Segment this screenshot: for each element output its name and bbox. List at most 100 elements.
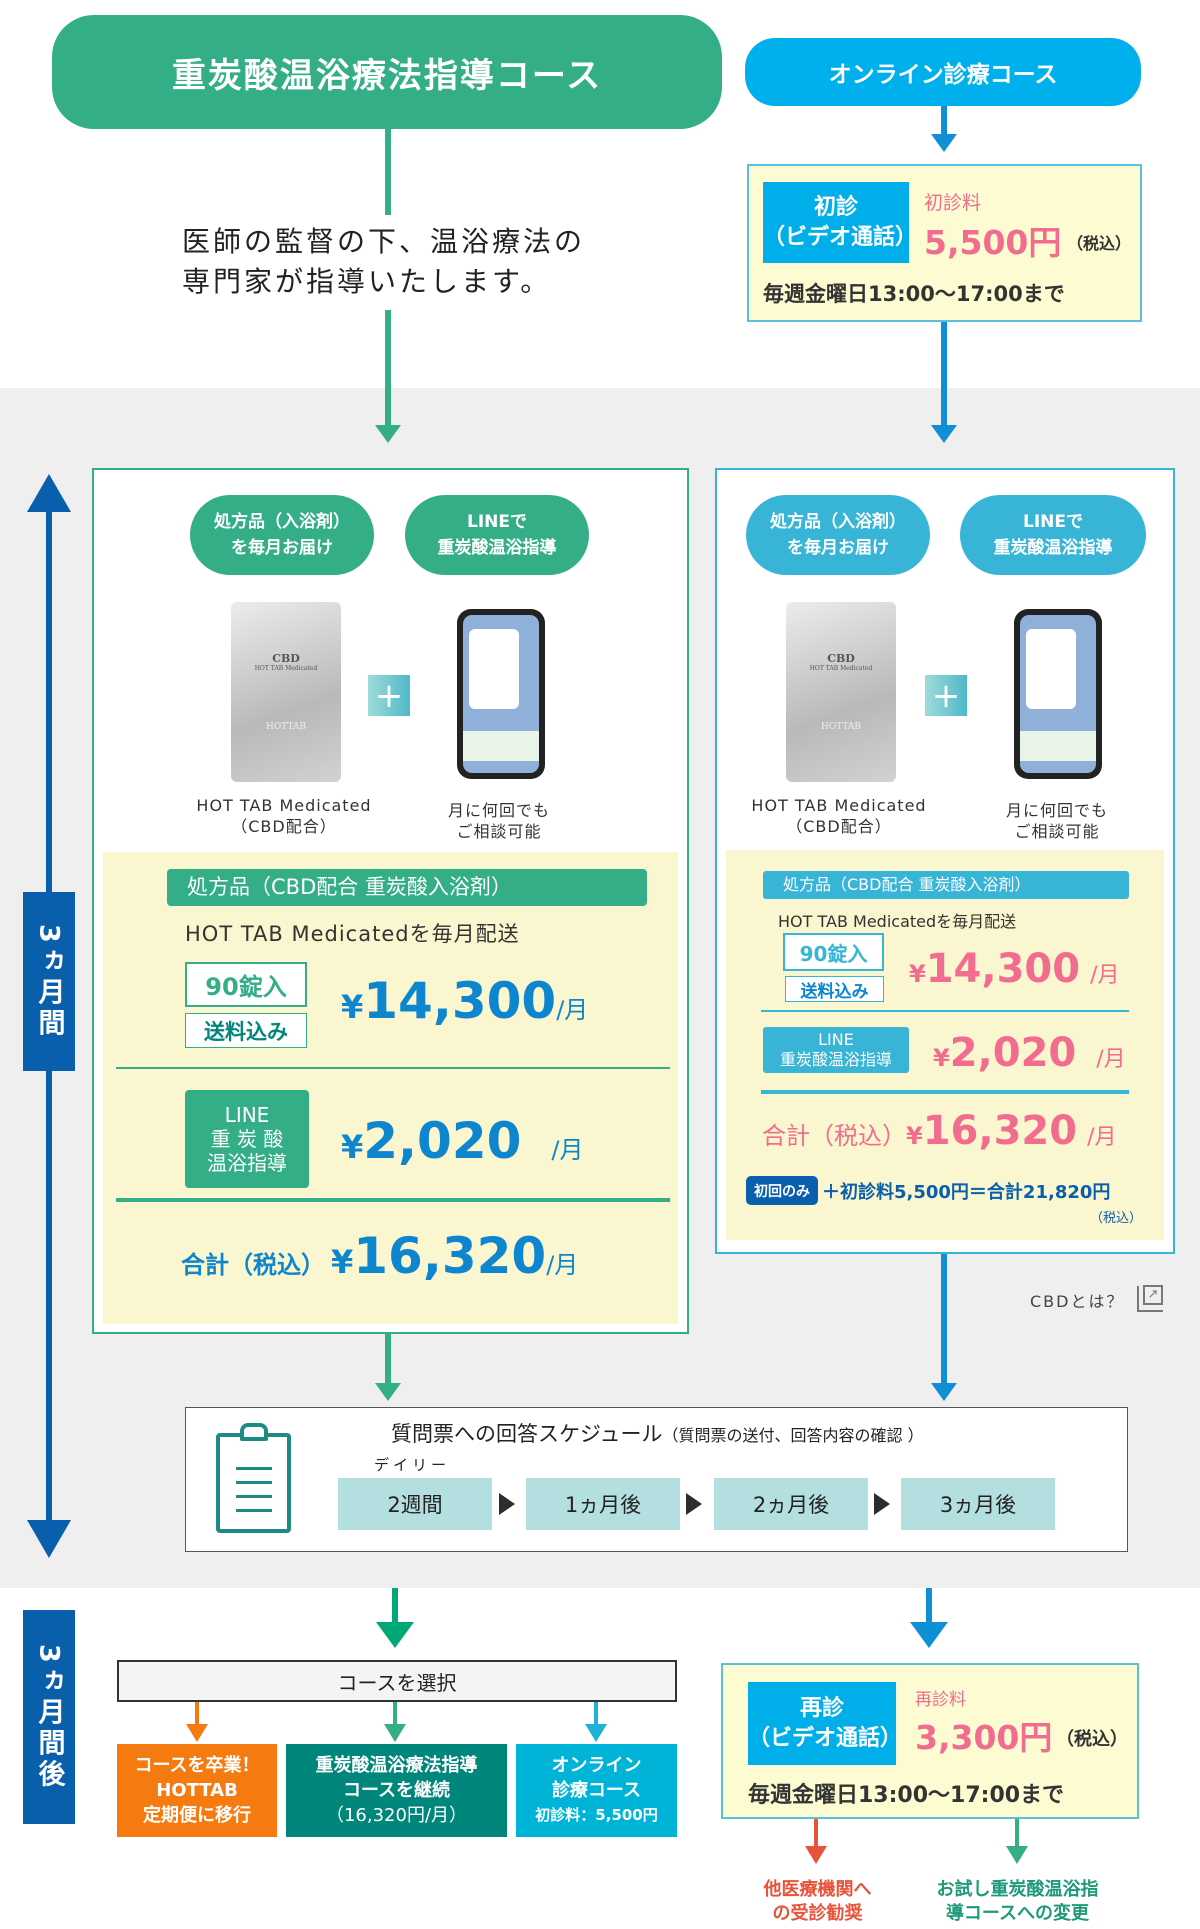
outcome-line: の受診勧奨 xyxy=(772,1903,863,1924)
total-price: 合計（税込）¥16,320/月 xyxy=(181,1227,578,1285)
label-line: （ビデオ通話） xyxy=(763,224,918,250)
product-price: ¥14,300/月 xyxy=(909,946,1119,992)
arrow-down-icon xyxy=(1006,1846,1028,1864)
product-caption: HOT TAB Medicated（CBD配合） xyxy=(739,795,939,837)
price-panel: 処方品（CBD配合 重炭酸入浴剤） HOT TAB Medicatedを毎月配送… xyxy=(726,850,1164,1240)
outcome-trial-course: お試し重炭酸温浴指導コースへの変更 xyxy=(915,1878,1120,1926)
plus-icon: + xyxy=(368,675,410,716)
amount: 16,320 xyxy=(353,1227,547,1285)
unit: /月 xyxy=(1087,1125,1117,1150)
section-label: 処方品（CBD配合 重炭酸入浴剤） xyxy=(763,871,1129,899)
connector-line xyxy=(926,1588,932,1624)
unit: /月 xyxy=(1096,1047,1126,1072)
right-course-card: 処方品（入浴剤）を毎月お届け LINEで重炭酸温浴指導 CBD HOT TAB … xyxy=(715,468,1175,1254)
product-price: ¥14,300/月 xyxy=(341,972,588,1030)
tax-note: （税込） xyxy=(1056,1729,1128,1750)
first-only-tax: （税込） xyxy=(1089,1211,1142,1226)
arrow-down-icon xyxy=(376,1622,414,1648)
first-visit-fee: 5,500円 xyxy=(924,223,1062,262)
caption-line: 月に何回でも xyxy=(1005,801,1108,820)
revisit-box: 再診（ビデオ通話） 再診料 3,300円 （税込） 毎週金曜日13:00〜17:… xyxy=(721,1663,1139,1819)
product-caption: HOT TAB Medicated （CBD配合） xyxy=(184,795,384,837)
option-line: 初診料：5,500円 xyxy=(535,1806,658,1824)
pill-prescription: 処方品（入浴剤）を毎月お届け xyxy=(190,495,374,575)
pill-text: を毎月お届け xyxy=(231,538,333,558)
arrow-down-icon xyxy=(27,1520,71,1558)
phone-line-chat-image xyxy=(457,609,545,779)
divider-thick xyxy=(116,1198,670,1202)
yen: ¥ xyxy=(341,1128,364,1166)
unit: /月 xyxy=(1090,963,1120,988)
connector-line xyxy=(594,1702,598,1726)
pill-text: LINEで xyxy=(467,512,527,532)
right-course-header: オンライン診療コース xyxy=(745,38,1141,106)
yen: ¥ xyxy=(906,1122,923,1150)
triangle-right-icon xyxy=(874,1493,890,1515)
total-label: 合計（税込） xyxy=(762,1122,906,1150)
caption-line: HOT TAB Medicated xyxy=(196,796,372,815)
bag-name: HOT TAB Medicated xyxy=(809,665,873,672)
price-panel: 処方品（CBD配合 重炭酸入浴剤） HOT TAB Medicatedを毎月配送… xyxy=(103,852,678,1324)
option-line: オンライン xyxy=(551,1755,642,1776)
divider xyxy=(116,1067,670,1069)
option-continue[interactable]: 重炭酸温浴療法指導コースを継続（16,320円/月） xyxy=(286,1744,507,1837)
arrow-down-icon xyxy=(375,1383,401,1401)
caption-line: HOT TAB Medicated xyxy=(751,796,927,815)
badge-line: 重炭酸温浴指導 xyxy=(779,1050,892,1069)
unit: /月 xyxy=(546,1251,579,1279)
yen: ¥ xyxy=(933,1044,950,1072)
phone-line-chat-image xyxy=(1014,609,1102,779)
pill-text: LINEで xyxy=(1023,512,1083,532)
revisit-schedule: 毎週金曜日13:00〜17:00まで xyxy=(748,1783,1065,1808)
bag-logo: HOTTAB xyxy=(820,722,862,732)
bag-brand: CBD xyxy=(827,652,855,665)
arrow-down-icon xyxy=(375,425,401,443)
connector-line xyxy=(941,106,947,136)
connector-line xyxy=(385,1334,391,1386)
schedule-step: 1ヵ月後 xyxy=(526,1478,680,1530)
amount: 14,300 xyxy=(363,972,557,1030)
option-line: （16,320円/月） xyxy=(325,1805,468,1826)
first-visit-label: 初診 （ビデオ通話） xyxy=(763,182,918,263)
yen: ¥ xyxy=(331,1243,354,1281)
cbd-info-link[interactable]: CBDとは？ xyxy=(1030,1292,1125,1311)
outcome-line: 他医療機関へ xyxy=(763,1879,872,1900)
option-line: 診療コース xyxy=(551,1780,642,1801)
count-badge: 90錠入 xyxy=(185,962,307,1007)
yen: ¥ xyxy=(341,988,364,1026)
connector-line xyxy=(941,322,947,429)
label-line: 初診 xyxy=(813,194,858,220)
pill-prescription: 処方品（入浴剤）を毎月お届け xyxy=(746,495,930,575)
plus-icon: + xyxy=(925,675,967,716)
left-course-card: 処方品（入浴剤）を毎月お届け LINEで重炭酸温浴指導 CBD HOT TAB … xyxy=(92,468,689,1334)
schedule-step: 2ヵ月後 xyxy=(714,1478,868,1530)
connector-line xyxy=(392,1588,398,1624)
label-line: 再診 xyxy=(799,1695,844,1721)
title-main: 質問票への回答スケジュール xyxy=(391,1422,663,1446)
caption-line: （CBD配合） xyxy=(231,817,337,836)
schedule-step: 2週間 xyxy=(338,1478,492,1530)
external-link-icon[interactable]: ↗ xyxy=(1137,1285,1163,1312)
title-sub: （質問票の送付、回答内容の確認 ） xyxy=(662,1426,924,1445)
daily-label: デイリー xyxy=(374,1456,451,1474)
option-line: 重炭酸温浴療法指導 xyxy=(315,1755,478,1776)
amount: 2,020 xyxy=(949,1030,1077,1076)
line-price: ¥2,020/月 xyxy=(341,1112,584,1170)
first-visit-fee-label: 初診料 xyxy=(924,192,982,214)
shipping-badge: 送料込み xyxy=(185,1013,307,1048)
shipping-badge: 送料込み xyxy=(785,976,884,1002)
pill-text: を毎月お届け xyxy=(787,538,889,558)
connector-line xyxy=(1015,1819,1019,1849)
connector-line xyxy=(195,1702,199,1726)
arrow-down-icon xyxy=(384,1724,406,1742)
option-line: コースを卒業！ xyxy=(134,1755,260,1776)
divider-thick xyxy=(761,1090,1129,1094)
amount: 2,020 xyxy=(363,1112,522,1170)
after-period-label: 3ヵ月間後 xyxy=(23,1610,75,1824)
outcome-line: 導コースへの変更 xyxy=(945,1903,1090,1924)
option-online[interactable]: オンライン診療コース初診料：5,500円 xyxy=(516,1744,677,1837)
unit: /月 xyxy=(551,1136,584,1164)
